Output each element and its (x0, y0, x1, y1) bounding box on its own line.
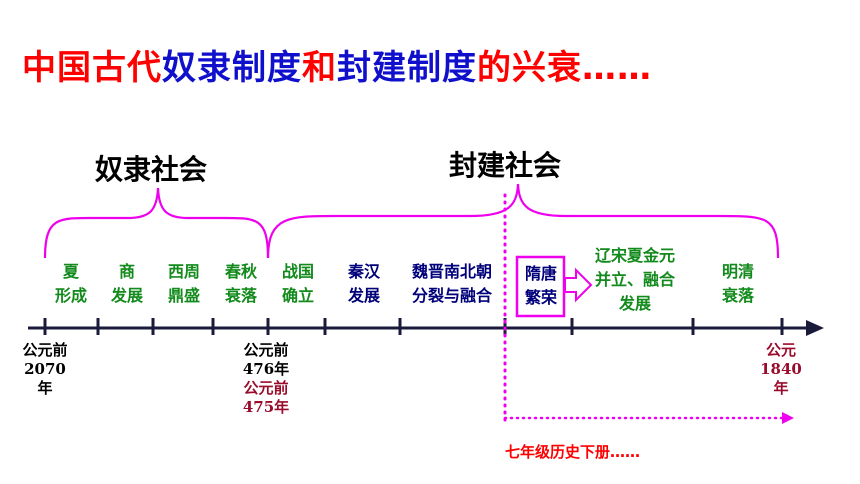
period-ming-qing: 明清衰落 (721, 262, 754, 305)
textbook-range-arrowhead (782, 412, 794, 424)
period-xia: 夏形成 (54, 262, 87, 305)
period-shang: 商发展 (110, 262, 143, 305)
feudal-era-brace (266, 183, 780, 259)
period-liao-song-xia-jin-yuan: 辽宋夏金元并立、融合发展 (594, 246, 675, 313)
prosperity-arrow-icon (564, 267, 593, 303)
slave-era-brace (43, 187, 270, 259)
title-part: 封建制度 (337, 48, 477, 88)
textbook-note: 七年级历史下册…… (505, 443, 641, 461)
period-spring-autumn: 春秋衰落 (224, 262, 257, 305)
period-wei-jin-nanbei: 魏晋南北朝分裂与融合 (411, 262, 492, 305)
period-qin-han: 秦汉发展 (347, 262, 380, 305)
page-title: 中国古代奴隶制度和封建制度的兴衰…… (22, 40, 652, 89)
title-part: 奴隶制度 (162, 48, 302, 88)
title-part: 和 (302, 48, 337, 88)
period-warring-states: 战国确立 (281, 262, 314, 305)
title-part: 的兴衰…… (477, 48, 652, 88)
title-part: 中国古代 (22, 48, 162, 88)
period-western-zhou: 西周鼎盛 (167, 262, 200, 305)
period-sui-tang: 隋唐繁荣 (524, 264, 557, 307)
feudal-society-label: 封建社会 (449, 149, 562, 182)
timeline-arrowhead (806, 320, 824, 336)
slave-society-label: 奴隶社会 (95, 153, 208, 186)
